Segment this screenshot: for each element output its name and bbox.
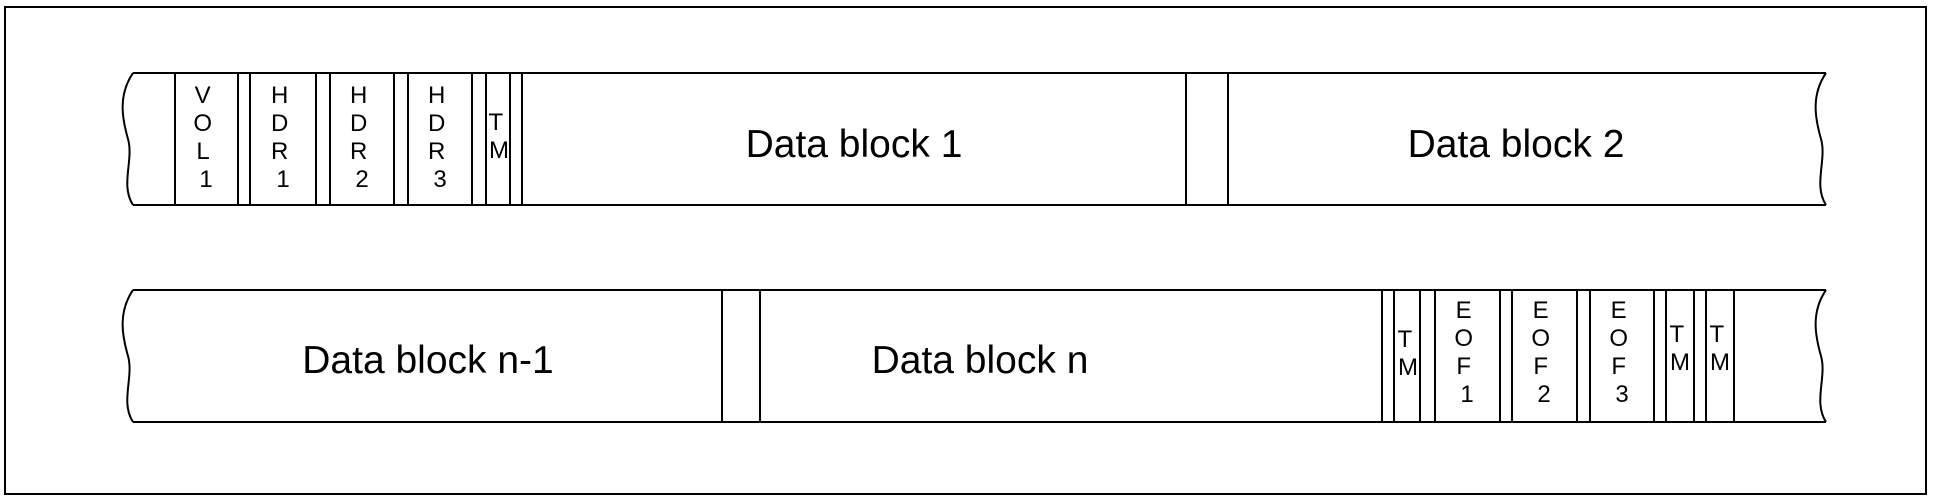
label-hdr3: H D R 3: [428, 82, 452, 193]
label-data-block-1: Data block 1: [746, 123, 963, 166]
label-vol1: V O L 1: [193, 82, 218, 193]
label-tape-mark: T M: [489, 109, 510, 164]
tape-break-right: [1814, 72, 1827, 206]
label-eof3: E O F 3: [1609, 297, 1634, 408]
label-tape-mark: T M: [1710, 321, 1731, 376]
label-eof1: E O F 1: [1454, 297, 1479, 408]
label-hdr1: H D R 1: [271, 82, 295, 193]
label-data-block-2: Data block 2: [1408, 123, 1625, 166]
tape-row-2: Data block n-1 Data block n T M E O F 1 …: [121, 289, 1827, 423]
tape-row-1: V O L 1 H D R 1 H D R 2 H D R 3 T M: [121, 72, 1827, 206]
tape-break-right: [1814, 289, 1827, 423]
diagram-frame: [4, 6, 1927, 495]
label-data-block-n-minus-1: Data block n-1: [302, 339, 553, 382]
label-tape-mark: T M: [1398, 326, 1419, 381]
label-data-block-n: Data block n: [872, 339, 1089, 382]
tape-break-left: [121, 72, 134, 206]
label-hdr2: H D R 2: [350, 82, 374, 193]
tape-break-left: [121, 289, 134, 423]
label-eof2: E O F 2: [1531, 297, 1556, 408]
label-tape-mark: T M: [1670, 321, 1691, 376]
